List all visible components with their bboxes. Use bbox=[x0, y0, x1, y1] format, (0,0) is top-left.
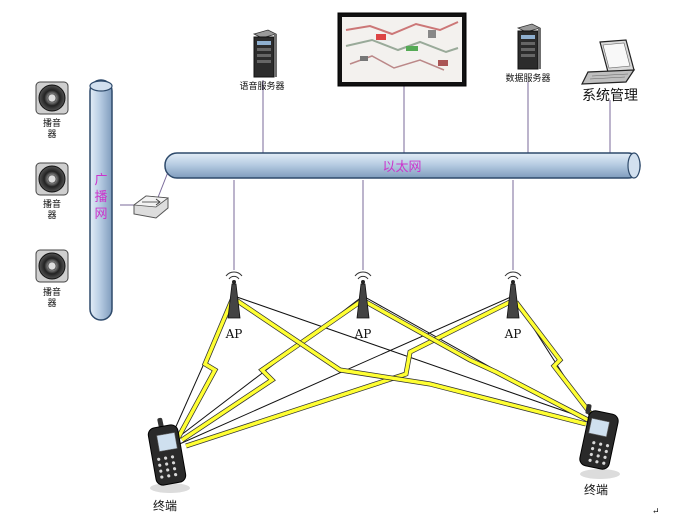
broadcast-label-1: 广 bbox=[94, 173, 107, 188]
speaker-3-label-a: 播音 bbox=[43, 286, 61, 298]
broadcast-bus: 广 播 网 bbox=[89, 79, 113, 321]
ap-antenna-icon bbox=[504, 271, 522, 319]
speaker-1-label-b: 器 bbox=[47, 129, 56, 140]
ethernet-label: 以太网 bbox=[382, 160, 421, 175]
mobile-terminal-icon bbox=[579, 404, 620, 479]
lightning-links bbox=[175, 297, 596, 449]
speaker-1-label-a: 播音 bbox=[43, 117, 61, 129]
ap-3-label: AP bbox=[504, 327, 522, 341]
broadcast-label-2: 播 bbox=[94, 190, 107, 205]
wireless-links bbox=[169, 295, 597, 447]
ap-antenna-icon bbox=[225, 271, 243, 319]
speaker-2-label-a: 播音 bbox=[43, 198, 61, 210]
terminal-left: 终端 bbox=[147, 417, 190, 513]
terminal-left-label: 终端 bbox=[153, 498, 177, 513]
speaker-1: 播音 器 bbox=[35, 81, 69, 140]
ethernet-bus: 以太网 bbox=[164, 152, 641, 179]
speaker-2-label-b: 器 bbox=[47, 210, 56, 221]
ap-2-label: AP bbox=[354, 327, 372, 341]
speaker-icon bbox=[35, 249, 69, 283]
data-server-label: 数据服务器 bbox=[505, 72, 550, 84]
broadcast-label-3: 网 bbox=[94, 207, 107, 222]
ap-3: AP bbox=[504, 271, 522, 341]
ap-2: AP bbox=[354, 271, 372, 341]
speaker-3-label-b: 器 bbox=[47, 298, 56, 309]
ap-1: AP bbox=[225, 271, 243, 341]
speaker-2: 播音 器 bbox=[35, 162, 69, 221]
device-links bbox=[120, 80, 611, 270]
voice-server: 语音服务器 bbox=[239, 29, 285, 92]
data-server-icon bbox=[516, 23, 542, 70]
data-server: 数据服务器 bbox=[505, 23, 551, 84]
monitor-map-icon bbox=[337, 12, 467, 87]
mobile-terminal-icon bbox=[147, 417, 190, 493]
terminal-right: 终端 bbox=[579, 404, 620, 497]
switch-icon bbox=[132, 195, 170, 219]
terminal-right-label: 终端 bbox=[584, 482, 608, 497]
speaker-icon bbox=[35, 81, 69, 115]
speaker-icon bbox=[35, 162, 69, 196]
ap-1-label: AP bbox=[225, 327, 243, 341]
speaker-3: 播音 器 bbox=[35, 249, 69, 309]
monitor-map bbox=[337, 12, 467, 87]
laptop: 系统管理 bbox=[581, 39, 638, 104]
ap-antenna-icon bbox=[354, 271, 372, 319]
voice-server-icon bbox=[252, 29, 278, 78]
system-mgmt-label: 系统管理 bbox=[582, 88, 638, 104]
paragraph-mark: ↵ bbox=[652, 507, 660, 517]
laptop-icon bbox=[581, 39, 636, 85]
voice-server-label: 语音服务器 bbox=[239, 80, 284, 92]
